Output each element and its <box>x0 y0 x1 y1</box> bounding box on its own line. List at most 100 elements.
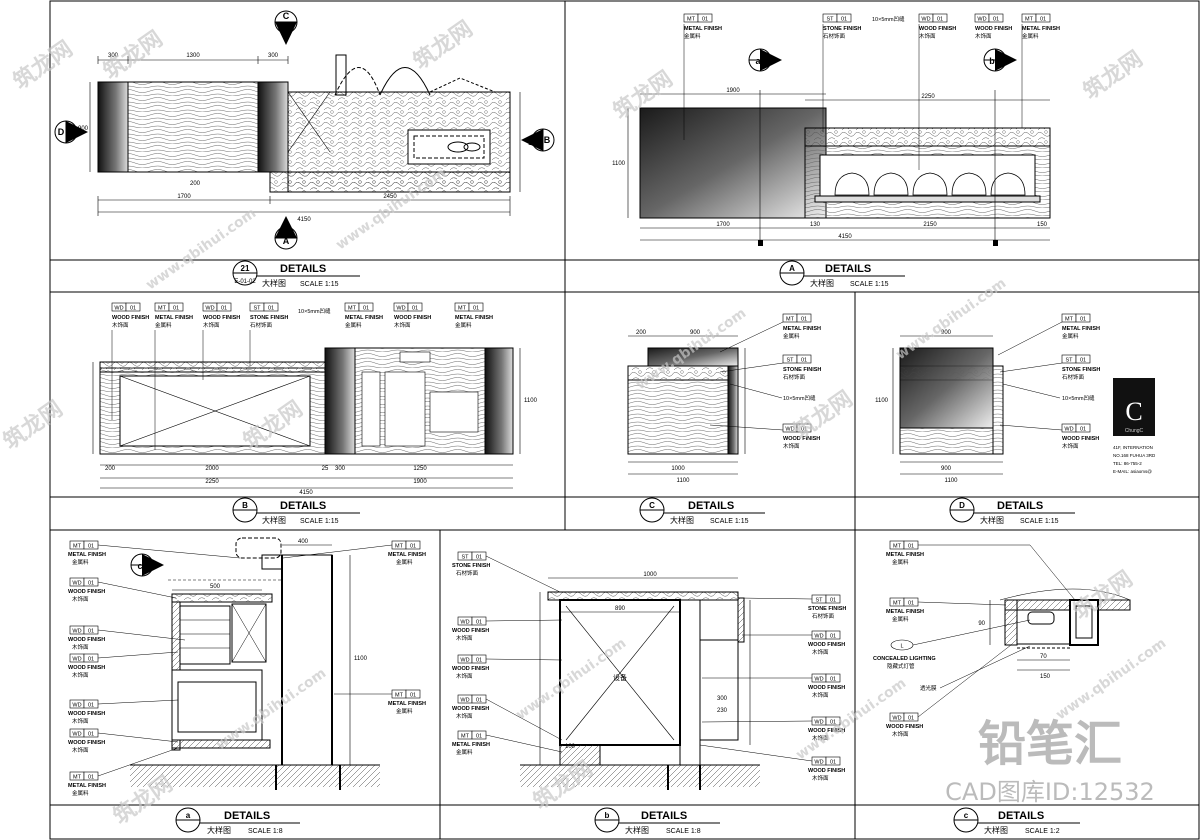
svg-text:01: 01 <box>476 698 482 704</box>
company-logo-block: C ChungC 41F, INTERNATION NO.168 FUHUA 3… <box>1113 378 1156 474</box>
svg-text:木饰面: 木饰面 <box>456 634 473 642</box>
svg-text:B: B <box>242 501 248 510</box>
svg-text:WOOD FINISH: WOOD FINISH <box>394 315 431 321</box>
svg-text:WOOD FINISH: WOOD FINISH <box>68 637 105 643</box>
svg-text:01: 01 <box>908 716 914 722</box>
plan-dim: 1700 <box>177 194 191 200</box>
plan-view: 300 1300 300 1700 2450 4150 900 1000 200 <box>78 53 542 223</box>
svg-text:金属料: 金属料 <box>396 558 413 566</box>
svg-text:石材饰面: 石材饰面 <box>1062 373 1085 381</box>
detail-a-left-tags: MT 01 METAL FINISH 金属料 WD 01 WOOD FINISH 木饰面… <box>68 540 241 797</box>
svg-text:隐藏式灯管: 隐藏式灯管 <box>887 662 915 670</box>
svg-text:METAL FINISH: METAL FINISH <box>452 742 490 748</box>
section-marker-c-small[interactable]: c <box>130 553 164 577</box>
section-marker-a-small[interactable]: a <box>748 48 782 72</box>
svg-text:MT: MT <box>1065 317 1074 323</box>
svg-text:CAD图库ID:12532: CAD图库ID:12532 <box>945 778 1155 806</box>
svg-text:大样图: 大样图 <box>980 515 1004 525</box>
svg-text:b: b <box>989 56 995 66</box>
svg-text:大样图: 大样图 <box>670 515 694 525</box>
svg-text:MT: MT <box>461 734 470 740</box>
elev-a-dim: 130 <box>810 222 821 228</box>
svg-text:B: B <box>544 135 551 145</box>
elevation-d: 900 900 1100 1100 <box>875 330 1004 484</box>
section-marker-b-small[interactable]: b <box>983 48 1017 72</box>
svg-text:01: 01 <box>908 601 914 607</box>
elev-b-dim: 2000 <box>205 466 219 472</box>
elev-c-dim: 900 <box>690 330 701 336</box>
title-block-21: 21 E-01-02 DETAILS 大样图 SCALE 1:15 <box>232 260 360 288</box>
svg-text:METAL FINISH: METAL FINISH <box>1062 326 1100 332</box>
svg-text:木饰面: 木饰面 <box>812 648 829 656</box>
svg-text:ST: ST <box>461 555 469 561</box>
elev-c-dim: 1100 <box>677 478 691 484</box>
elev-d-dim: 1100 <box>945 478 959 484</box>
svg-text:木饰面: 木饰面 <box>919 32 936 40</box>
svg-text:WD: WD <box>114 306 123 312</box>
svg-text:WOOD FINISH: WOOD FINISH <box>203 315 240 321</box>
elev-a-dim: 2250 <box>921 94 935 100</box>
svg-text:01: 01 <box>1080 317 1086 323</box>
svg-text:金属料: 金属料 <box>783 332 800 340</box>
svg-text:金属料: 金属料 <box>455 321 472 329</box>
svg-text:WD: WD <box>814 760 823 766</box>
plan-dim: 300 <box>108 53 119 59</box>
svg-text:METAL FINISH: METAL FINISH <box>68 552 106 558</box>
svg-text:WOOD FINISH: WOOD FINISH <box>886 724 923 730</box>
svg-text:木饰面: 木饰面 <box>72 671 89 679</box>
svg-text:WD: WD <box>921 17 930 23</box>
svg-text:01: 01 <box>88 775 94 781</box>
svg-text:01: 01 <box>993 17 999 23</box>
svg-text:金属料: 金属料 <box>72 789 89 797</box>
svg-text:01: 01 <box>473 306 479 312</box>
svg-text:WD: WD <box>460 698 469 704</box>
svg-text:木饰面: 木饰面 <box>112 321 129 329</box>
plan-dim: 1300 <box>186 53 200 59</box>
svg-text:01: 01 <box>476 555 482 561</box>
elev-d-dim: 900 <box>941 466 952 472</box>
svg-text:大样图: 大样图 <box>262 515 286 525</box>
svg-text:01: 01 <box>130 306 136 312</box>
svg-text:MT: MT <box>348 306 357 312</box>
elev-b-dim: 4150 <box>299 490 313 496</box>
section-marker-a[interactable]: A <box>274 216 298 250</box>
svg-text:木饰面: 木饰面 <box>394 321 411 329</box>
detail-b-dim: 230 <box>717 708 728 714</box>
svg-text:WD: WD <box>72 657 81 663</box>
section-marker-b[interactable]: B <box>521 128 555 152</box>
svg-text:WOOD FINISH: WOOD FINISH <box>452 666 489 672</box>
svg-text:01: 01 <box>830 598 836 604</box>
svg-text:大样图: 大样图 <box>207 825 231 835</box>
plan-dim: 300 <box>268 53 279 59</box>
svg-text:E-01-02: E-01-02 <box>234 279 256 285</box>
svg-text:筑龙网: 筑龙网 <box>1069 566 1138 625</box>
svg-text:01: 01 <box>830 634 836 640</box>
elev-b-dim: 25 <box>322 466 329 472</box>
svg-text:D: D <box>58 127 65 137</box>
title-block-D: D DETAILS 大样图 SCALE 1:15 <box>949 497 1075 525</box>
svg-text:WOOD FINISH: WOOD FINISH <box>808 685 845 691</box>
svg-text:MT: MT <box>687 17 696 23</box>
svg-text:MT: MT <box>73 775 82 781</box>
svg-text:DETAILS: DETAILS <box>280 263 326 275</box>
svg-text:01: 01 <box>88 703 94 709</box>
svg-text:www.qbihui.com: www.qbihui.com <box>1053 635 1169 723</box>
svg-text:C: C <box>649 501 655 510</box>
elev-c-dim: 1000 <box>671 466 685 472</box>
elev-b-dim: 1900 <box>413 479 427 485</box>
svg-text:透光膜: 透光膜 <box>920 684 937 692</box>
svg-text:WD: WD <box>205 306 214 312</box>
svg-text:金属料: 金属料 <box>396 707 413 715</box>
svg-text:WOOD FINISH: WOOD FINISH <box>68 740 105 746</box>
svg-text:01: 01 <box>221 306 227 312</box>
svg-text:WD: WD <box>396 306 405 312</box>
section-marker-c[interactable]: C <box>274 10 298 45</box>
section-marker-d[interactable]: D <box>54 120 88 144</box>
svg-text:SCALE 1:15: SCALE 1:15 <box>710 518 749 525</box>
svg-text:01: 01 <box>88 544 94 550</box>
